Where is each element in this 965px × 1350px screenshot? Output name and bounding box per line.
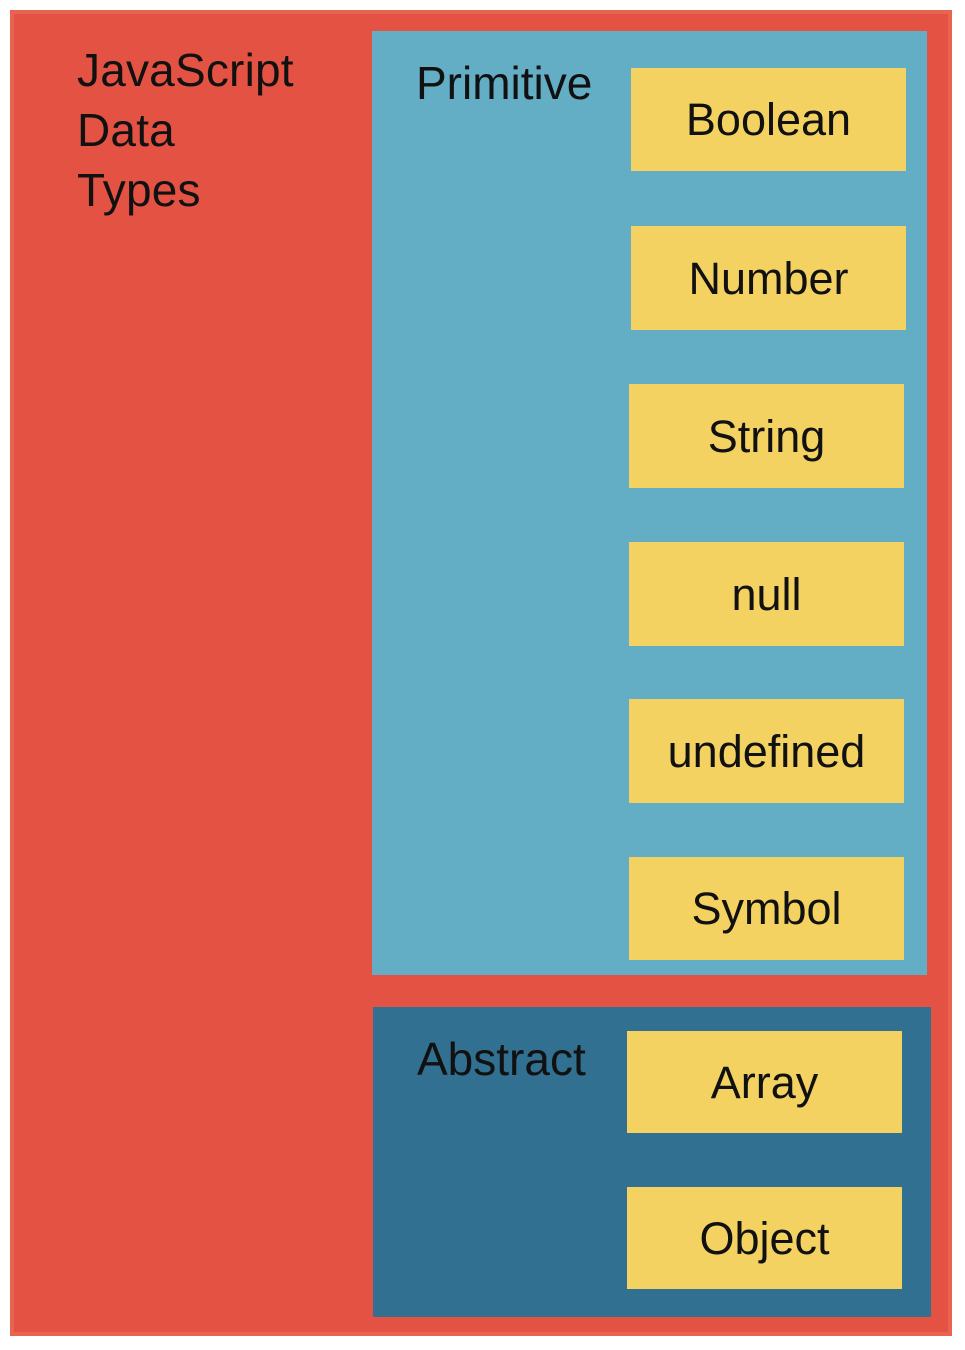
primitive-item-undefined: undefined: [629, 699, 904, 803]
primitive-item-string: String: [629, 384, 904, 488]
primitive-item-boolean: Boolean: [631, 68, 906, 171]
primitive-item-number: Number: [631, 226, 906, 330]
primitive-group: Primitive Boolean Number String null und…: [372, 31, 927, 975]
abstract-group: Abstract Array Object: [373, 1007, 931, 1317]
abstract-item-array: Array: [627, 1031, 902, 1133]
abstract-group-title: Abstract: [417, 1033, 586, 1085]
primitive-group-title: Primitive: [416, 57, 593, 109]
abstract-item-object: Object: [627, 1187, 902, 1289]
primitive-item-null: null: [629, 542, 904, 646]
javascript-data-types-container: JavaScript Data Types Primitive Boolean …: [10, 10, 952, 1336]
root-title: JavaScript Data Types: [77, 44, 294, 216]
primitive-item-symbol: Symbol: [629, 857, 904, 960]
